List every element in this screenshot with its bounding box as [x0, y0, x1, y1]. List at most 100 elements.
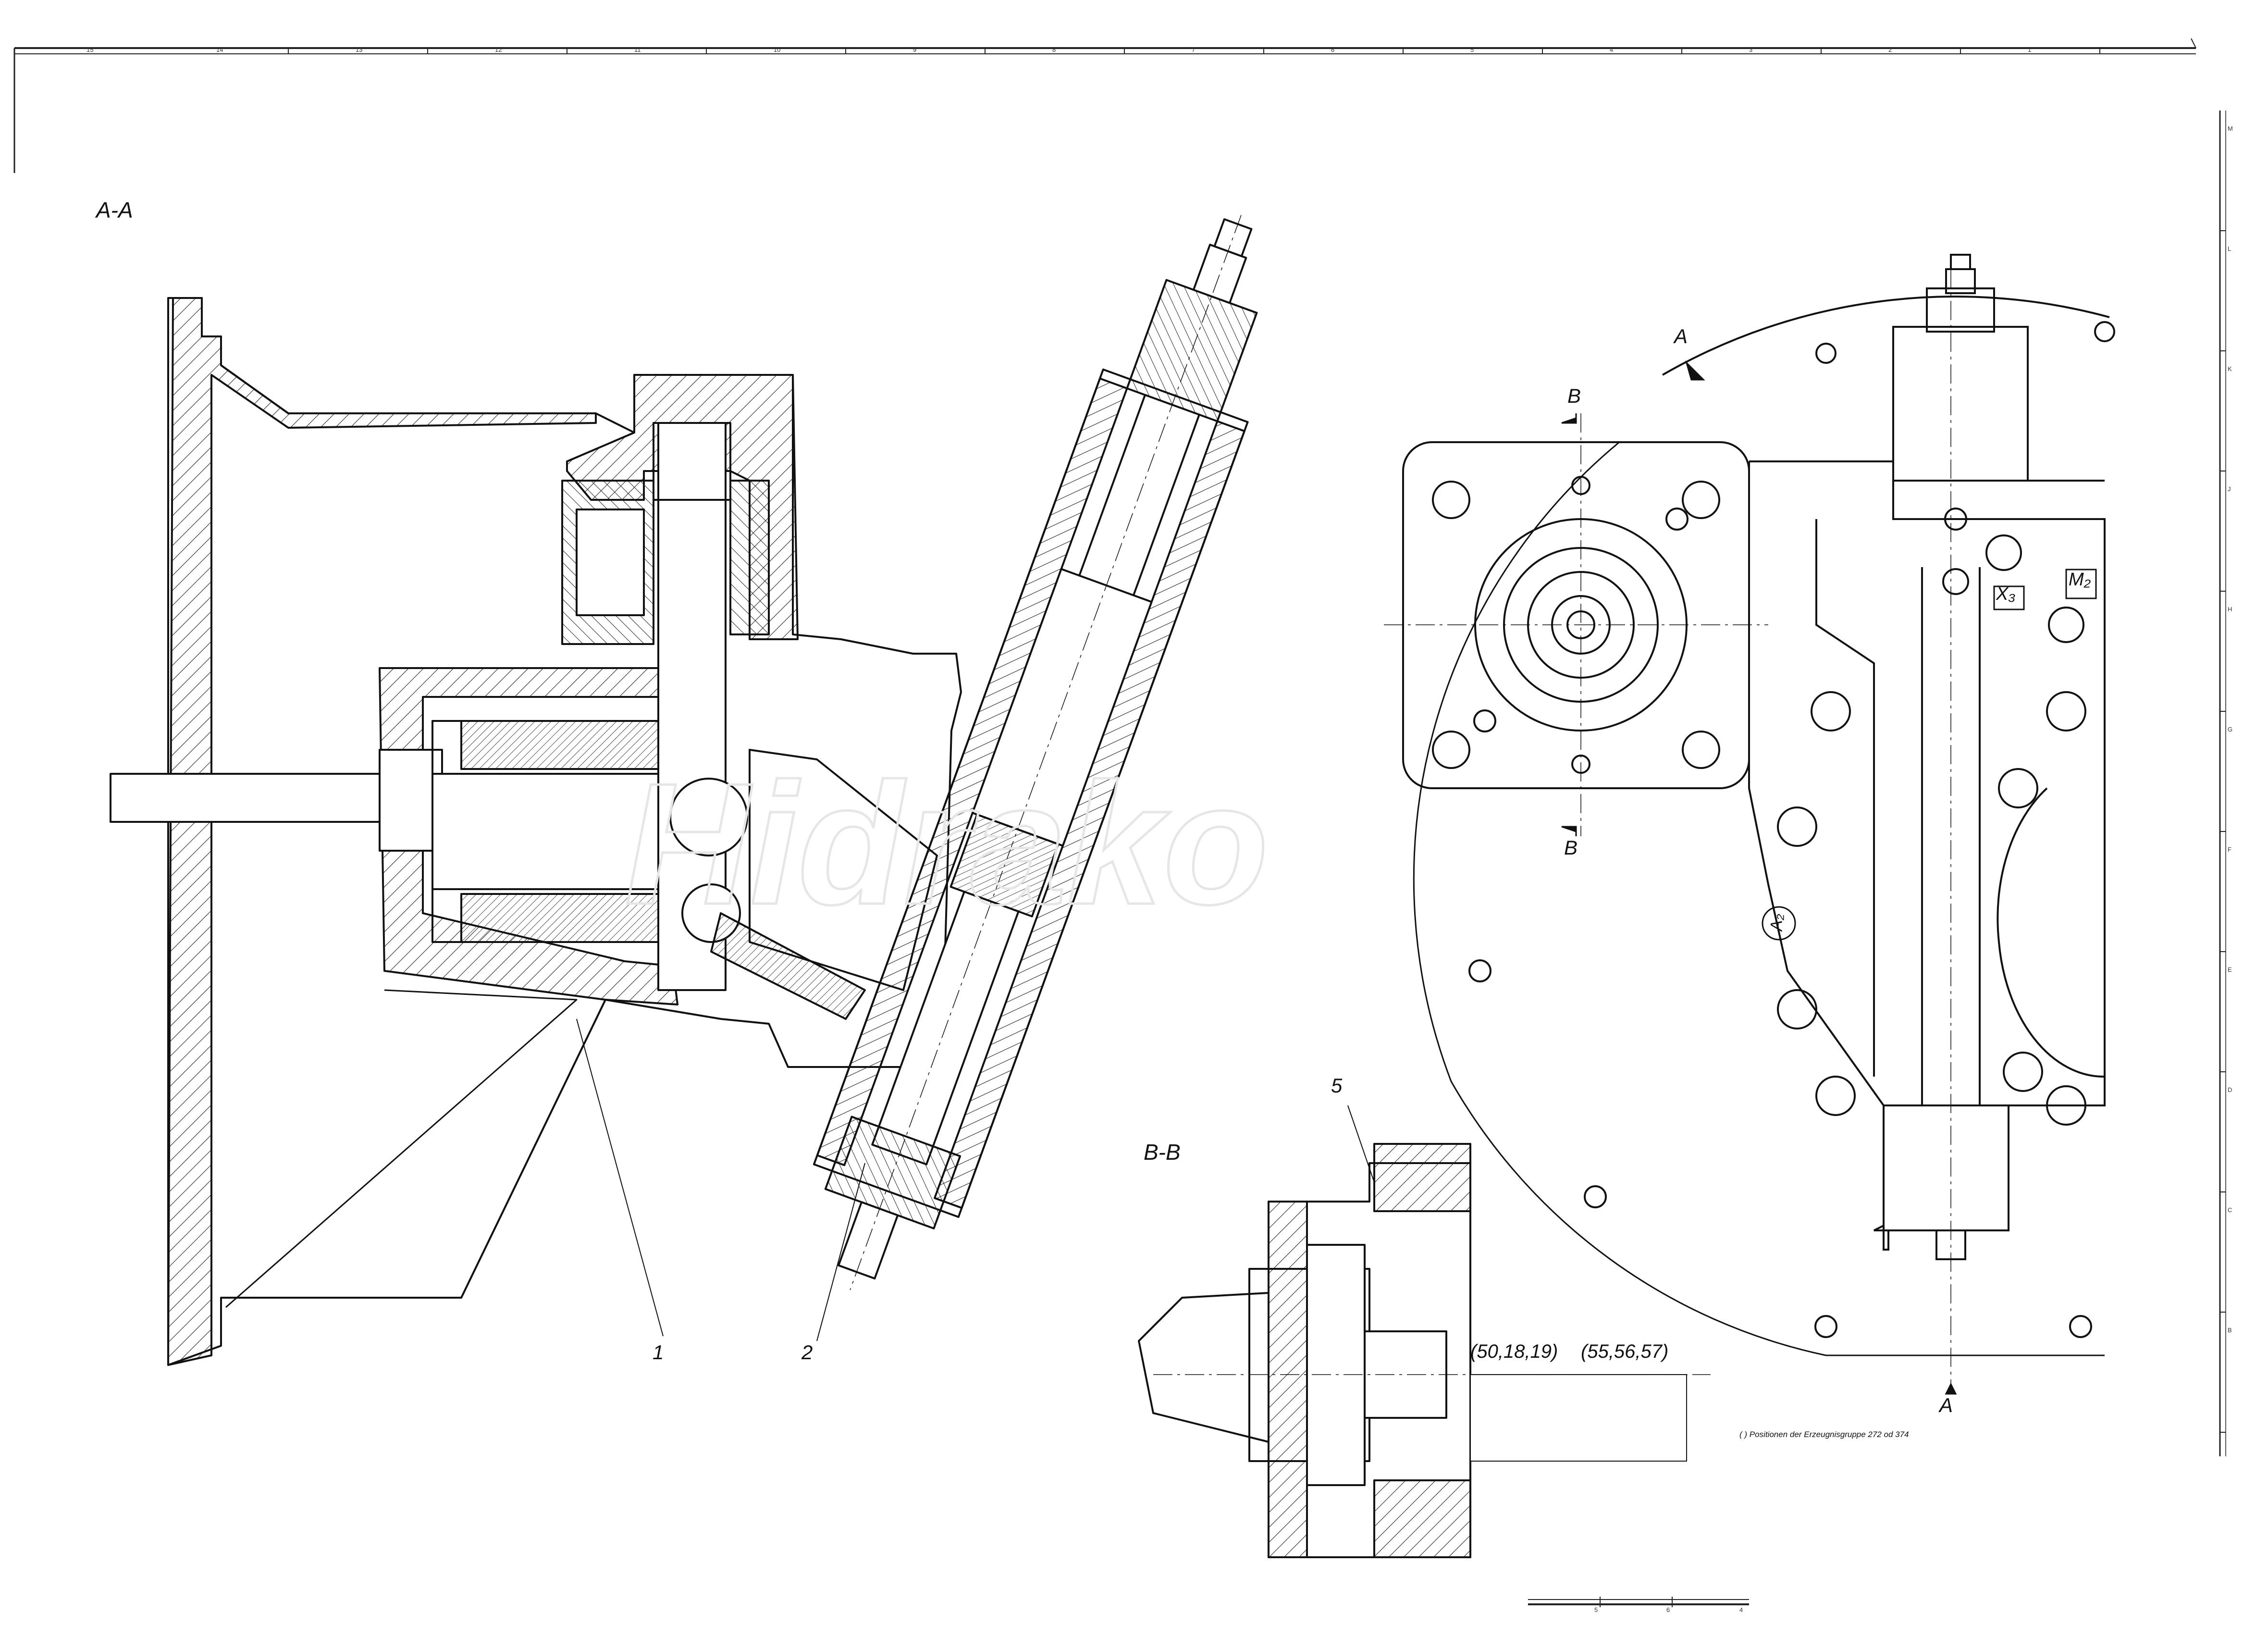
bb-stub — [1470, 1374, 1687, 1462]
reference-positions-1: (50,18,19) — [1470, 1341, 1558, 1362]
top-bearing-right — [729, 480, 770, 635]
top-tick-number: 2 — [1888, 46, 1892, 53]
positions-note: ( ) Positionen der Erzeugnisgruppe 272 o… — [1739, 1430, 1909, 1439]
ball-joint-upper — [669, 778, 748, 856]
a2-port-circle — [1762, 906, 1796, 941]
top-frame-ticks — [288, 48, 2100, 54]
bb-flange-hatch — [1373, 1143, 1471, 1212]
part-number-1: 1 — [653, 1341, 664, 1364]
controller-screw-top — [1950, 254, 1971, 270]
part-number-2: 2 — [801, 1341, 813, 1364]
pump-body — [1748, 460, 2106, 1251]
right-tick-letter: H — [2228, 606, 2232, 613]
top-tick-number: 7 — [1192, 46, 1196, 53]
scale-tick-number: 5 — [1594, 1606, 1598, 1613]
right-tick-letter: F — [2228, 846, 2231, 853]
reference-positions-2: (55,56,57) — [1581, 1341, 1669, 1362]
top-tick-number: 8 — [1052, 46, 1056, 53]
flange-bolt-hole — [2069, 1315, 2092, 1338]
top-tick-number: 5 — [1470, 46, 1474, 53]
body-bolt — [1942, 568, 1969, 595]
body-bolt — [1985, 534, 2022, 571]
scale-tick-number: 6 — [1666, 1606, 1670, 1613]
right-elevation-view — [1384, 254, 2115, 1394]
flange-wall-left — [167, 297, 597, 1366]
part-number-5: 5 — [1331, 1074, 1343, 1097]
top-bearing-inner — [576, 509, 645, 616]
x3-port-box — [1993, 585, 2025, 610]
housing-upper-wall — [566, 374, 799, 640]
body-bolt — [2048, 607, 2084, 643]
bb-gear — [1306, 1244, 1366, 1486]
cut-marker-b-bottom: B — [1564, 836, 1578, 859]
leader-line-5 — [1347, 1105, 1375, 1183]
leader-line-1 — [576, 1018, 664, 1337]
support-rib — [225, 989, 578, 1308]
drawing-frame — [13, 38, 2226, 1607]
watermark: Hidrako — [625, 747, 1269, 941]
top-tick-number: 10 — [774, 46, 781, 53]
m2-port-box — [2065, 569, 2097, 599]
flange-bolt-hole — [1814, 1315, 1837, 1338]
section-aa-label: A-A — [96, 198, 133, 223]
section-aa-view — [110, 297, 962, 1366]
bottom-boss — [1883, 1104, 2009, 1231]
plate-bolt — [1432, 481, 1470, 519]
flange-bolt-hole — [2094, 321, 2115, 342]
top-tick-number: 11 — [634, 46, 641, 53]
cut-marker-b-top: B — [1567, 385, 1581, 407]
bb-lower-hatch — [1373, 1479, 1471, 1558]
top-tick-number: 4 — [1610, 46, 1614, 53]
piston-rod — [710, 912, 866, 1020]
cut-marker-a-top: A — [1674, 325, 1688, 347]
top-tick-number: 13 — [356, 46, 363, 53]
body-bolt — [2046, 1085, 2086, 1126]
bb-housing-hatch — [1268, 1201, 1308, 1558]
right-tick-letter: L — [2228, 245, 2231, 252]
body-bolt — [1811, 691, 1851, 732]
top-tick-number: 14 — [216, 46, 223, 53]
right-frame-ticks — [2220, 230, 2226, 1433]
square-flange-plate — [1402, 441, 1750, 789]
section-bb-label: B-B — [1144, 1140, 1181, 1165]
body-bolt — [2003, 1052, 2043, 1092]
body-bolt — [1815, 1076, 1856, 1116]
top-tick-number: 3 — [1749, 46, 1753, 53]
inner-bore — [1997, 787, 2105, 1078]
flange-arc-inner — [1662, 296, 2110, 376]
right-tick-letter: K — [2228, 365, 2232, 372]
body-bolt — [1777, 989, 1817, 1030]
port-label-a2: A₂ — [1767, 914, 1786, 931]
body-bolt — [2046, 691, 2086, 732]
cut-marker-a-bottom: A — [1939, 1394, 1953, 1416]
flange-bolt-hole — [1468, 959, 1491, 982]
plate-bolt — [1682, 731, 1720, 769]
control-valve-assembly — [813, 215, 1258, 1290]
cut-markers — [1561, 360, 1957, 1395]
controller-block — [1892, 326, 2029, 482]
top-tick-number: 9 — [913, 46, 917, 53]
shaft-core — [431, 773, 674, 890]
controller-screw — [1945, 268, 1976, 294]
scale-tick-number: 4 — [1739, 1606, 1743, 1613]
plate-bolt — [1682, 481, 1720, 519]
plate-pin — [1665, 508, 1689, 531]
plate-pin — [1473, 709, 1496, 732]
body-bolt — [1998, 768, 2038, 808]
plate-bolt — [1432, 731, 1470, 769]
right-tick-letter: C — [2228, 1206, 2232, 1214]
right-tick-letter: D — [2228, 1086, 2232, 1093]
top-tick-number: 15 — [86, 46, 94, 53]
right-tick-letter: M — [2228, 125, 2233, 132]
body-outline-right — [1815, 480, 2105, 1077]
drive-shaft — [110, 773, 381, 823]
flange-arc — [1413, 441, 2105, 1356]
gear-block-top — [653, 422, 731, 501]
controller-top — [1926, 287, 1995, 333]
top-tick-number: 6 — [1331, 46, 1335, 53]
top-tick-number: 1 — [2028, 46, 2032, 53]
top-tick-number: 12 — [495, 46, 502, 53]
right-tick-letter: E — [2228, 966, 2232, 973]
right-tick-letter: B — [2228, 1327, 2232, 1334]
